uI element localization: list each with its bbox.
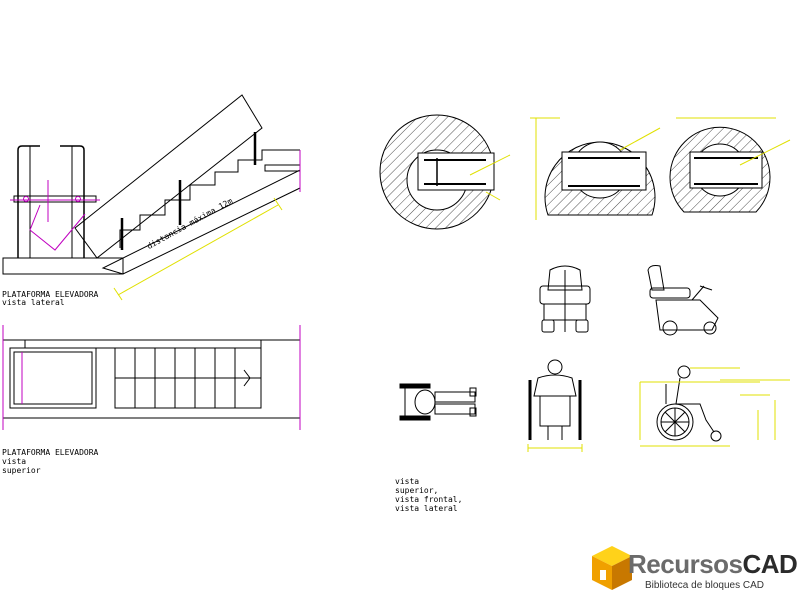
scooter-front-view	[539, 265, 591, 333]
wheelchair-front-view	[528, 359, 582, 440]
ground-slab	[2, 257, 124, 275]
top-landing	[264, 164, 301, 172]
logo-brand: RecursosCAD	[628, 549, 798, 580]
stair-dimension-line	[113, 197, 283, 301]
turn-circle-1	[379, 114, 495, 230]
turn-circle-2-dims	[530, 117, 661, 220]
wheelchair-lateral-view	[656, 365, 722, 442]
recursoscad-logo-mark	[592, 546, 632, 590]
wheelchair-lateral-dims	[639, 367, 790, 447]
views-label-2: superior,	[395, 486, 439, 495]
views-label-1: vista	[395, 477, 420, 486]
stair-lateral-view	[2, 94, 301, 275]
wheelchair-top-view	[399, 383, 477, 421]
views-label-3: vista frontal,	[395, 495, 463, 504]
logo-brand-part-2: CAD	[742, 549, 798, 579]
turn-circle-3	[669, 126, 771, 213]
scooter-lateral-view	[647, 265, 719, 336]
lateral-view-title: PLATAFORMA ELEVADORA	[2, 290, 99, 299]
logo-brand-part-1: Recursos	[628, 549, 743, 579]
top-view-subtitle-2: superior	[2, 466, 41, 475]
top-view-subtitle-1: vista	[2, 457, 27, 466]
logo-tagline: Biblioteca de bloques CAD	[645, 580, 764, 591]
lift-platform-bar	[13, 195, 97, 203]
turn-circle-3-dims	[676, 117, 791, 166]
wheelchair-front-dims	[527, 444, 583, 452]
lift-top-inner	[13, 351, 93, 405]
views-label-4: vista lateral	[395, 504, 458, 513]
top-magenta-details	[2, 325, 301, 430]
stair-rail-band	[74, 94, 263, 259]
turn-circle-1-dims	[469, 154, 511, 201]
lift-top-box	[9, 347, 97, 409]
lateral-view-subtitle: vista lateral	[2, 298, 65, 307]
top-rail	[24, 339, 262, 349]
lift-handrail	[17, 145, 85, 258]
stair-top-view	[2, 339, 301, 419]
lift-magenta-details	[10, 150, 301, 251]
top-view-title: PLATAFORMA ELEVADORA	[2, 448, 99, 457]
turn-circle-2	[544, 141, 656, 216]
